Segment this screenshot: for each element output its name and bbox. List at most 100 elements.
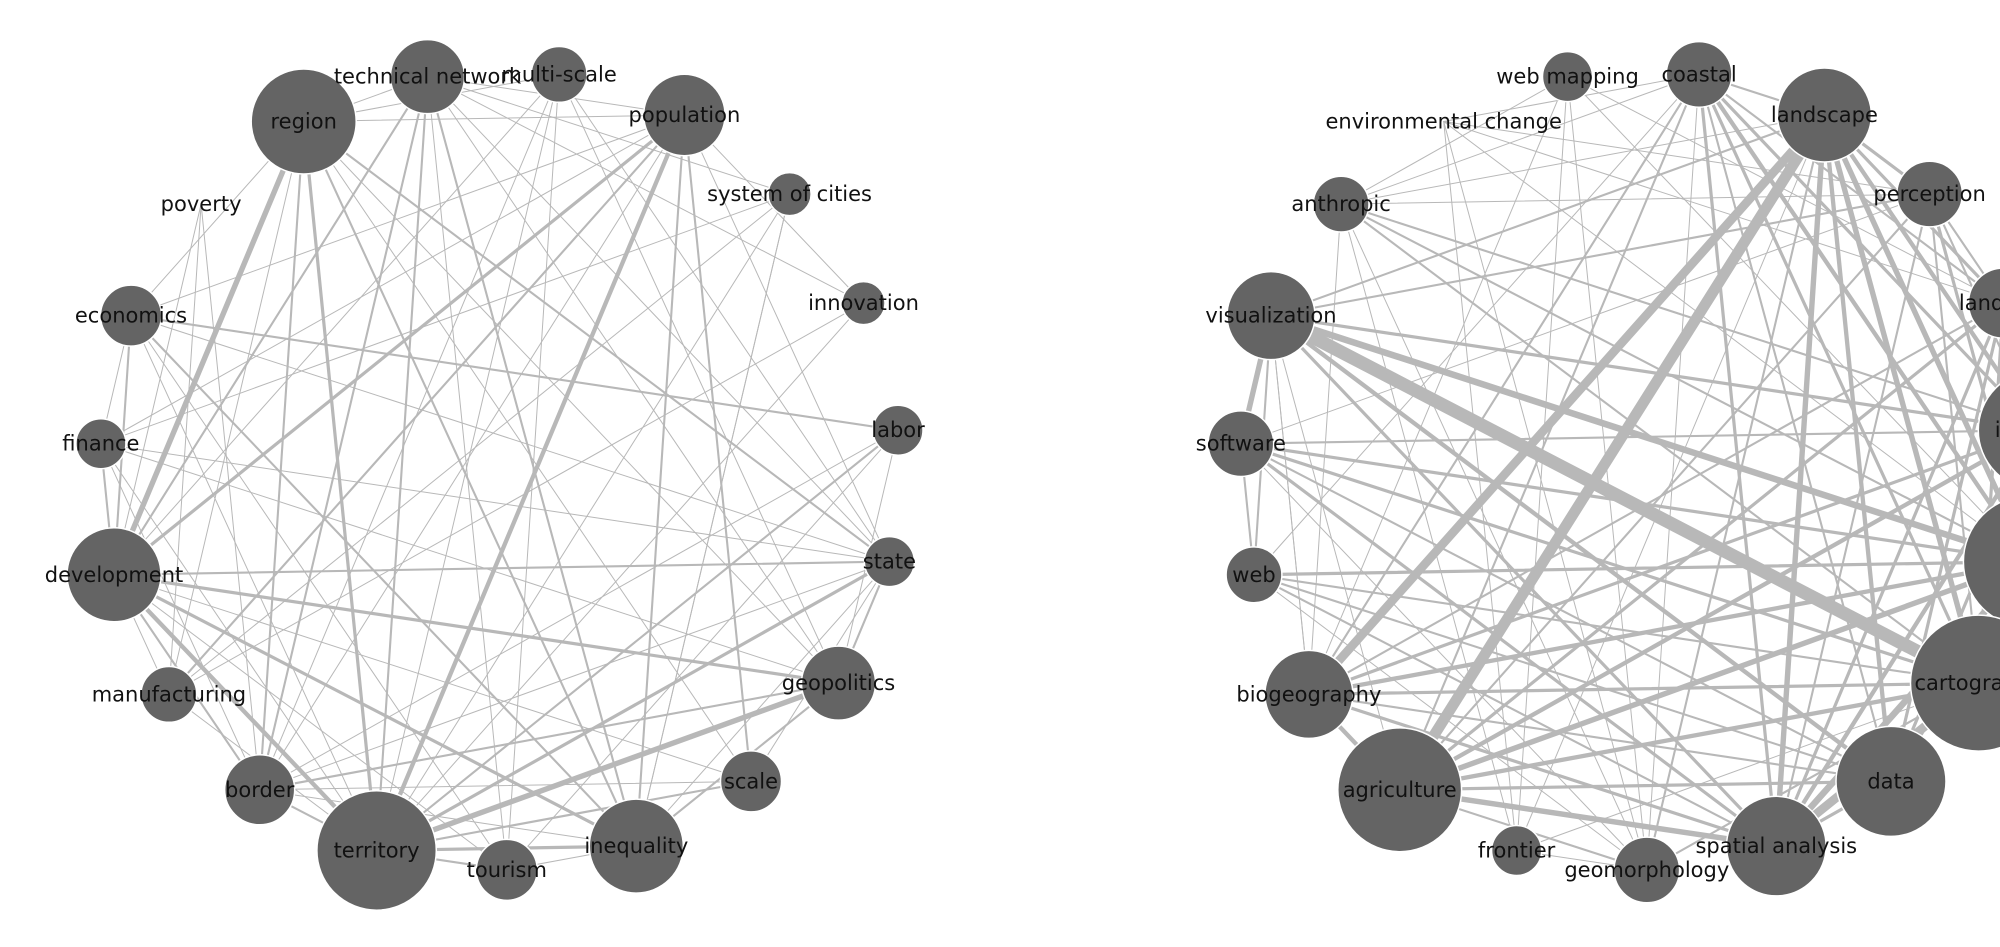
node-finance[interactable] — [75, 417, 127, 470]
edge-cartography-software — [1239, 442, 1981, 685]
edge-biogeography-spatial-analysis — [1307, 692, 1778, 848]
edge-territory-economics — [130, 315, 378, 851]
edge-territory-multi-scale — [376, 73, 560, 851]
node-label-landscape: landscape — [1771, 103, 1878, 127]
node-label-visualization: visualization — [1205, 304, 1336, 328]
node-economics[interactable] — [99, 284, 163, 347]
node-border[interactable] — [223, 754, 296, 826]
edge-development-tourism — [113, 574, 508, 871]
edge-development-population — [112, 113, 687, 577]
edge-territory-technical-network — [375, 75, 429, 852]
edge-technical-network-system-of-cities — [427, 76, 791, 195]
edge-agriculture-gis — [1396, 569, 2000, 793]
node-development[interactable] — [66, 527, 162, 623]
edge-imagery-software — [1239, 429, 2000, 445]
node-technical-network[interactable] — [389, 38, 466, 115]
right-network-nodes — [1207, 40, 2000, 904]
node-region[interactable] — [250, 68, 357, 175]
node-labor[interactable] — [872, 404, 924, 456]
node-spatial-analysis[interactable] — [1725, 795, 1827, 897]
edge-gis-coastal — [1696, 72, 2000, 523]
node-label-geopolitics: geopolitics — [782, 671, 896, 695]
edge-development-geopolitics — [112, 573, 841, 685]
node-geopolitics[interactable] — [800, 645, 877, 721]
node-label-economics: economics — [75, 304, 187, 328]
edge-landscape-anthropic — [1340, 114, 1825, 205]
node-inequality[interactable] — [588, 798, 685, 894]
node-visualization[interactable] — [1226, 270, 1316, 361]
node-landscape[interactable] — [1776, 67, 1873, 163]
edge-state-finance — [100, 443, 890, 563]
edge-territory-population — [374, 112, 687, 853]
node-gis[interactable] — [1962, 496, 2000, 628]
edge-territory-development — [111, 572, 379, 853]
edge-web-mapping-land-use — [1567, 76, 2000, 302]
node-label-imagery: imagery — [1995, 418, 2000, 442]
edge-anthropic-geomorphology — [1340, 203, 1648, 871]
node-innovation[interactable] — [841, 280, 886, 326]
edge-gis-perception — [1927, 192, 2000, 460]
node-system-of-cities[interactable] — [767, 171, 812, 217]
edge-gis-environmental-change — [1443, 121, 2000, 541]
edge-development-multi-scale — [113, 73, 560, 576]
edge-population-economics — [130, 114, 685, 317]
node-scale[interactable] — [719, 750, 783, 813]
edge-system-of-cities-manufacturing — [168, 193, 791, 695]
node-web[interactable] — [1225, 546, 1283, 604]
edge-development-scale — [113, 574, 752, 782]
node-label-region: region — [270, 110, 336, 134]
node-imagery[interactable] — [1977, 371, 2000, 490]
edge-coastal-land-use — [1698, 73, 2000, 302]
node-cartography[interactable] — [1909, 614, 2000, 752]
edge-spatial-analysis-software — [1239, 442, 1778, 848]
edge-environmental-change-land-use — [1443, 121, 2000, 303]
edge-spatial-analysis-web — [1252, 573, 1778, 848]
edge-visualization-agriculture — [1270, 315, 1401, 791]
node-perception[interactable] — [1896, 160, 1964, 228]
edge-population-scale — [683, 113, 753, 783]
node-population[interactable] — [642, 73, 726, 157]
edge-software-geomorphology — [1240, 443, 1648, 871]
edge-agriculture-coastal — [1398, 73, 1701, 791]
node-label-perception: perception — [1873, 182, 1985, 206]
right-network-edges — [1238, 72, 2000, 871]
edge-multi-scale-tourism — [506, 73, 560, 871]
node-anthropic[interactable] — [1312, 175, 1370, 233]
edge-population-finance — [100, 114, 685, 445]
node-tourism[interactable] — [475, 838, 539, 902]
node-label-tourism: tourism — [467, 858, 547, 882]
node-label-biogeography: biogeography — [1236, 682, 1381, 706]
node-software[interactable] — [1207, 410, 1275, 478]
node-multi-scale[interactable] — [530, 45, 588, 104]
edge-gis-software — [1239, 442, 2000, 559]
node-label-environmental-change: environmental change — [1325, 110, 1561, 134]
node-label-system-of-cities: system of cities — [707, 182, 872, 206]
node-data[interactable] — [1835, 725, 1947, 838]
edge-territory-labor — [375, 429, 900, 852]
node-state[interactable] — [863, 535, 916, 588]
edge-inequality-border — [259, 789, 637, 847]
edge-visualization-cartography — [1264, 309, 1986, 690]
edge-state-border — [259, 561, 890, 791]
edge-technical-network-border — [258, 75, 429, 791]
node-label-development: development — [45, 563, 184, 587]
node-web-mapping[interactable] — [1541, 50, 1594, 103]
edge-state-multi-scale — [558, 73, 890, 563]
node-manufacturing[interactable] — [140, 665, 198, 724]
node-label-inequality: inequality — [584, 834, 688, 858]
edge-cartography-anthropic — [1340, 203, 1980, 685]
node-geomorphology[interactable] — [1613, 836, 1681, 904]
edge-technical-network-tourism — [427, 76, 508, 871]
node-territory[interactable] — [316, 790, 438, 911]
node-biogeography[interactable] — [1264, 649, 1354, 740]
node-frontier[interactable] — [1490, 824, 1543, 877]
edge-territory-innovation — [376, 302, 864, 851]
node-land-use[interactable] — [1967, 267, 2000, 339]
edge-coastal-anthropic — [1340, 73, 1700, 205]
node-agriculture[interactable] — [1337, 727, 1463, 853]
edge-state-technical-network — [427, 76, 890, 563]
edge-scale-border — [259, 780, 752, 791]
node-coastal[interactable] — [1665, 40, 1733, 108]
